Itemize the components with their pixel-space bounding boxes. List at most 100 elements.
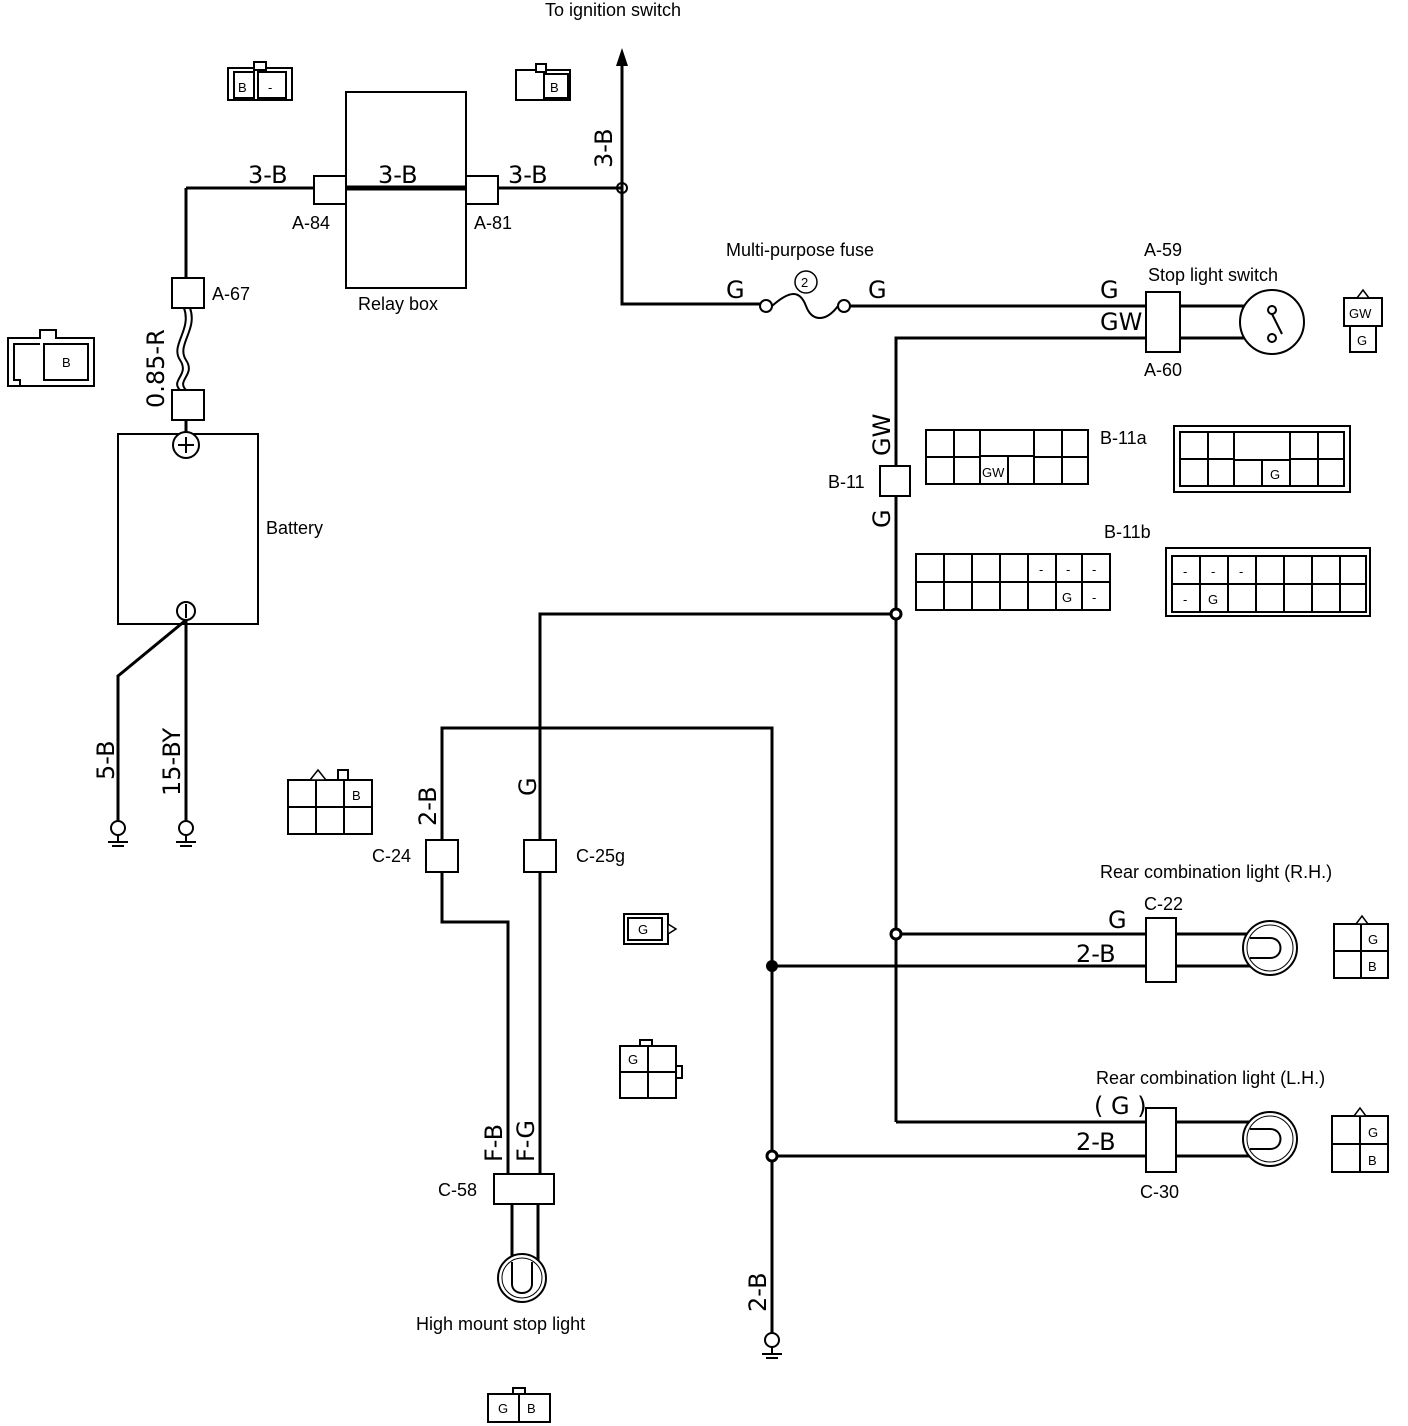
wire-label-fg: F-G <box>512 1120 540 1162</box>
connector-a59-a60 <box>1145 291 1181 353</box>
arrow-up-icon <box>616 48 628 66</box>
wire-label-gw-b11: GW <box>868 414 896 456</box>
ignition-switch-label: To ignition switch <box>545 0 681 20</box>
stop-light-switch-label: Stop light switch <box>1148 265 1278 285</box>
wire-label-gw-switch: GW <box>1100 308 1142 336</box>
fuse-number-icon <box>794 270 818 294</box>
svg-text:-: - <box>1092 590 1096 605</box>
connector-a84 <box>313 175 347 205</box>
connector-c58 <box>493 1173 555 1205</box>
rear-combination-light-rh-bulb <box>1242 920 1298 976</box>
wire-label-3b-vert: 3-B <box>590 128 618 168</box>
connector-a81 <box>465 175 499 205</box>
stop-light-switch <box>1239 289 1305 355</box>
svg-text:B: B <box>550 80 559 95</box>
bulb-filament-icon <box>1250 1128 1282 1150</box>
svg-text:-: - <box>1066 562 1070 577</box>
svg-text:B: B <box>62 355 71 370</box>
junction-ground-lh <box>765 1149 779 1163</box>
connector-a59-label: A-59 <box>1144 240 1182 260</box>
wire-label-2b-c30: 2-B <box>1076 1128 1116 1156</box>
high-mount-stop-light-bulb <box>497 1253 547 1303</box>
wire-label-2b-c22: 2-B <box>1076 940 1116 968</box>
wire-label-g-switch: G <box>1100 276 1119 304</box>
connector-c58-label: C-58 <box>438 1180 477 1200</box>
connector-c24-label: C-24 <box>372 846 411 866</box>
wire-label-2b-c24: 2-B <box>414 786 442 826</box>
connector-icon-c25g: G <box>623 913 678 945</box>
svg-text:G: G <box>1208 592 1218 607</box>
svg-text:GW: GW <box>982 465 1005 480</box>
fuse-terminal-icon <box>837 299 851 313</box>
connector-a67 <box>171 277 205 309</box>
high-mount-stop-light-label: High mount stop light <box>416 1314 585 1334</box>
wire-label-3b-left: 3-B <box>248 161 288 189</box>
wire-label-15by: 15-BY <box>158 728 186 796</box>
svg-text:-: - <box>1211 564 1215 579</box>
svg-text:G: G <box>1357 333 1367 348</box>
connector-b11-label: B-11 <box>828 472 865 492</box>
connector-icon-battery: B <box>7 329 95 387</box>
svg-text:B: B <box>238 80 247 95</box>
connector-icon-a67: B - <box>227 61 293 101</box>
connector-a60-label: A-60 <box>1144 360 1182 380</box>
bulb-filament-icon <box>511 1262 533 1294</box>
svg-text:G: G <box>638 922 648 937</box>
connector-b11a-label: B-11a <box>1100 428 1148 448</box>
battery-terminal-connector <box>171 389 205 421</box>
fuse-label: Multi-purpose fuse <box>726 240 874 260</box>
fuse-icon <box>771 293 839 319</box>
connector-a67-label: A-67 <box>212 284 250 304</box>
connector-icon-b11a-male: GW <box>925 429 1089 485</box>
wire-label-fb: F-B <box>480 1124 508 1162</box>
wire-label-g-c30: ( G ) <box>1094 1092 1147 1120</box>
connector-icon-c58: G B <box>487 1387 551 1423</box>
svg-text:-: - <box>1039 562 1043 577</box>
wire-label-085r: 0.85-R <box>142 329 170 408</box>
svg-text:G: G <box>628 1052 638 1067</box>
connector-icon-c24: B <box>287 768 373 835</box>
connector-c22 <box>1145 917 1177 983</box>
connector-c22-label: C-22 <box>1144 894 1183 914</box>
wire-label-g-fuse-right: G <box>868 276 887 304</box>
wire-label-5b: 5-B <box>92 740 120 780</box>
svg-text:G: G <box>498 1401 508 1416</box>
svg-text:B: B <box>1368 1153 1377 1168</box>
fuse-terminal-icon <box>759 299 773 313</box>
wire-label-g-b11: G <box>868 509 896 528</box>
battery-label: Battery <box>266 518 323 538</box>
svg-text:B: B <box>527 1401 536 1416</box>
connector-icon-b11b-male: - - - G - <box>915 553 1111 611</box>
battery <box>117 433 259 625</box>
connector-icon-c22-mid: G <box>619 1039 683 1099</box>
svg-text:B: B <box>352 788 361 803</box>
connector-c25g <box>523 839 557 873</box>
bulb-filament-icon <box>1250 937 1282 959</box>
junction-rear-rh <box>889 927 903 941</box>
connector-a81-label: A-81 <box>474 213 512 233</box>
connector-b11 <box>879 465 911 497</box>
wire-label-3b-right: 3-B <box>508 161 548 189</box>
rear-combination-light-lh-bulb <box>1242 1111 1298 1167</box>
fuse-number: 2 <box>801 275 808 290</box>
connector-a84-label: A-84 <box>292 213 330 233</box>
wire-label-g-c22: G <box>1108 906 1127 934</box>
svg-text:G: G <box>1368 932 1378 947</box>
ground-icon <box>762 1332 782 1359</box>
svg-text:GW: GW <box>1349 306 1372 321</box>
svg-text:-: - <box>1239 564 1243 579</box>
connector-b11b-label: B-11b <box>1104 522 1151 542</box>
connector-c30-label: C-30 <box>1140 1182 1179 1202</box>
wire-label-g-fuse-left: G <box>726 276 745 304</box>
ground-icon <box>108 820 128 847</box>
wire-label-2b-ground: 2-B <box>744 1272 772 1312</box>
rear-combination-light-rh-label: Rear combination light (R.H.) <box>1100 862 1332 882</box>
connector-icon-b11a-female: G <box>1173 425 1351 493</box>
svg-text:-: - <box>1092 562 1096 577</box>
junction-ground-rh <box>766 960 778 972</box>
rear-combination-light-lh-label: Rear combination light (L.H.) <box>1096 1068 1325 1088</box>
svg-text:G: G <box>1368 1125 1378 1140</box>
ground-icon <box>176 820 196 847</box>
connector-c30 <box>1145 1107 1177 1173</box>
